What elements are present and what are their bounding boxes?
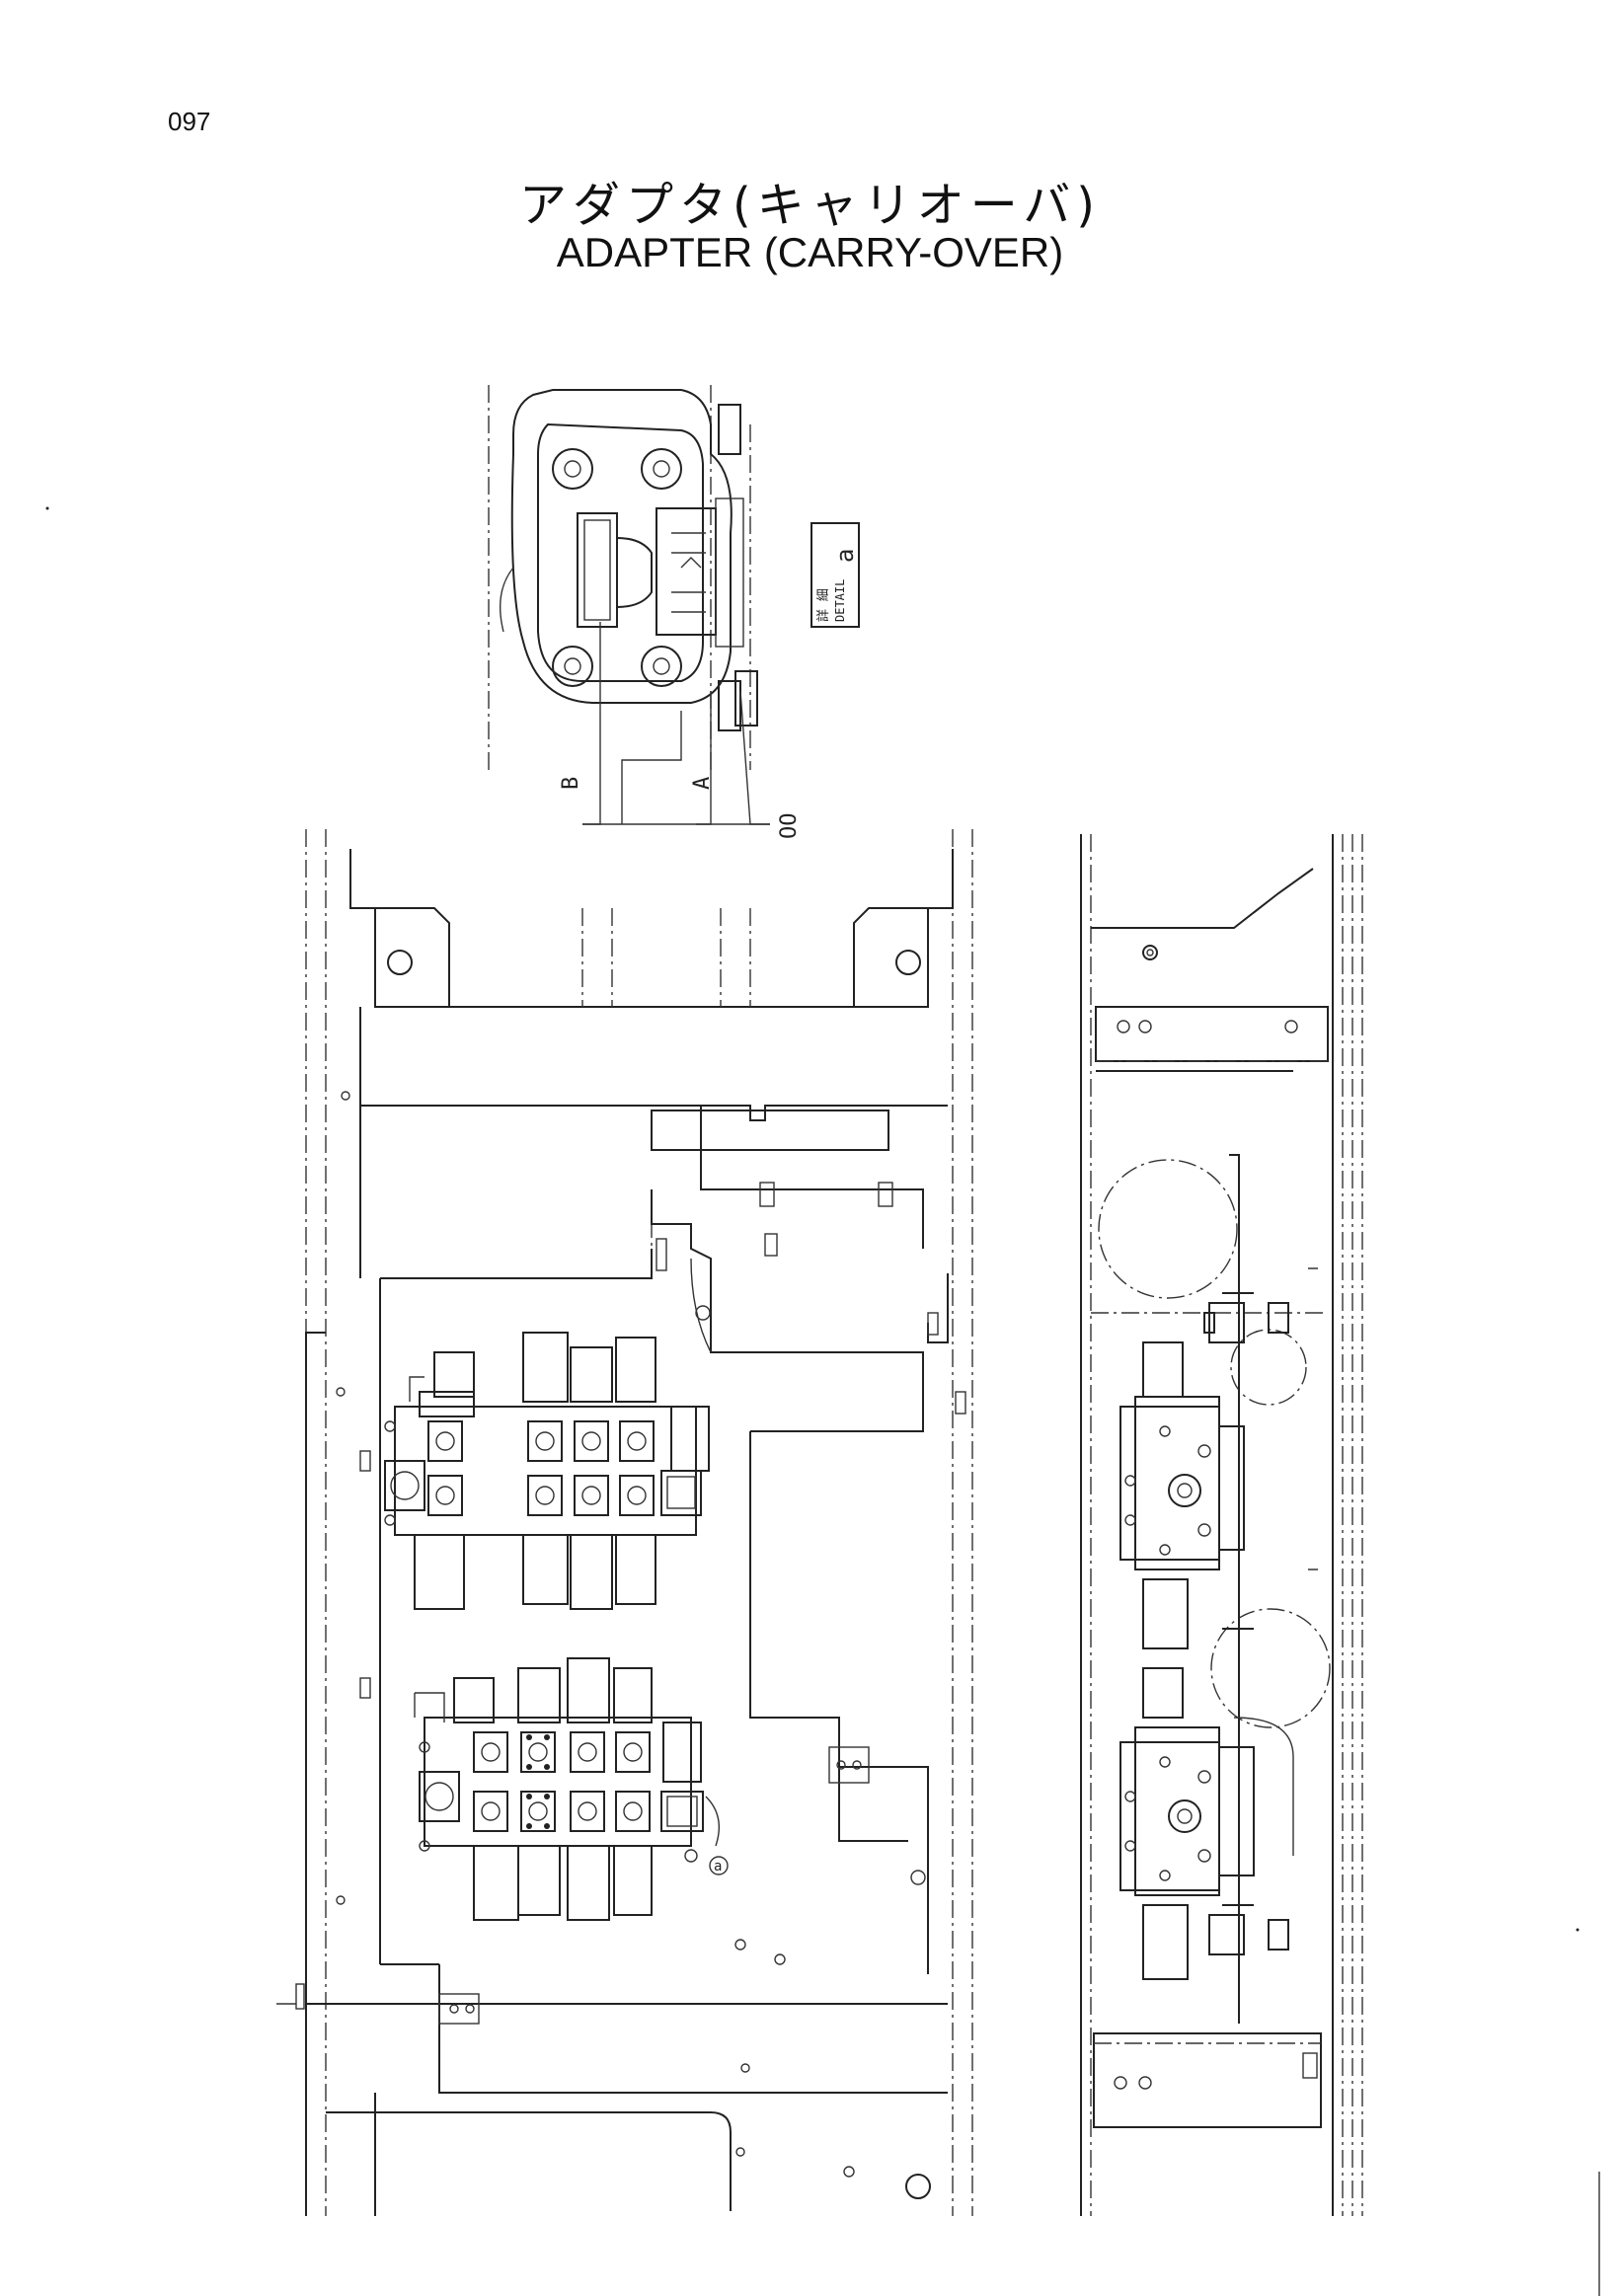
detail-label-jp: 詳 細	[815, 588, 831, 622]
side-lower-valve	[1119, 1717, 1294, 1980]
detail-label-en: DETAIL	[833, 579, 847, 622]
side-upper-valve	[1119, 1341, 1245, 1719]
callout-a: a	[714, 1859, 722, 1875]
detail-label-letter: a	[831, 549, 859, 563]
page-number: 097	[168, 107, 211, 136]
main-frame-view: a	[295, 829, 973, 2216]
label-oo: OO	[777, 813, 802, 840]
label-b: B	[559, 777, 583, 790]
page-title-english: ADAPTER (CARRY-OVER)	[556, 229, 1064, 275]
detail-label-box: 詳 細 DETAIL a	[810, 522, 860, 628]
page-title-japanese: アダプタ(キャリオーバ)	[519, 178, 1101, 233]
lower-control-valve: a	[414, 1657, 729, 1921]
detail-a-view: B A OO	[488, 385, 802, 840]
side-view	[1080, 834, 1363, 2216]
label-a: A	[690, 777, 715, 790]
upper-control-valve	[384, 1332, 710, 1610]
